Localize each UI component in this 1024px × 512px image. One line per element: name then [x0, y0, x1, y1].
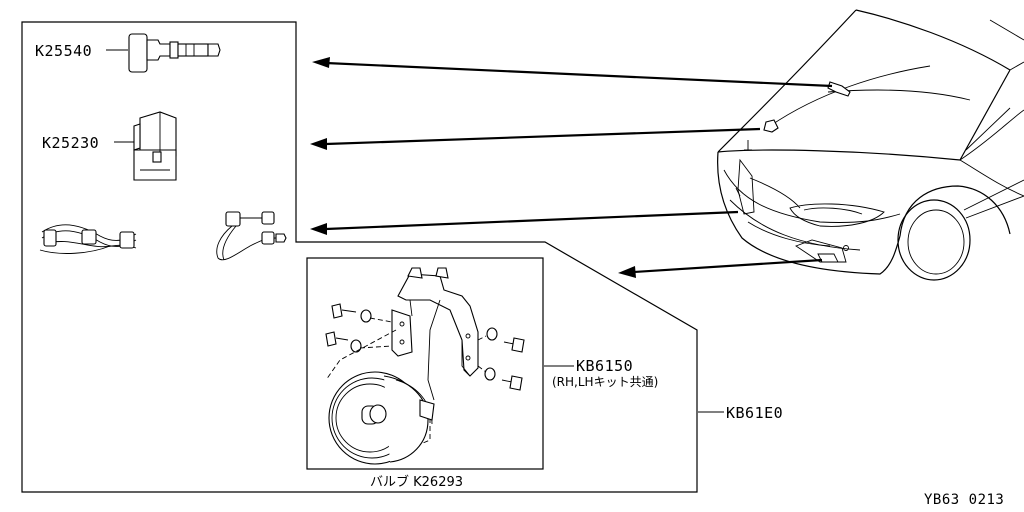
- kit-frame: [21, 21, 698, 493]
- relay-part: [114, 111, 177, 181]
- fog-lamp-assembly: [325, 267, 525, 465]
- diagram-code: YB63 0213: [924, 492, 1004, 508]
- car-front-illustration: [717, 9, 1024, 281]
- bracket-part-label: KB6150: [576, 357, 633, 375]
- fog-lamp-box: [306, 257, 544, 470]
- relay-part-label: K25230: [42, 134, 99, 152]
- switch-part: [106, 33, 221, 73]
- bulb-part-label: バルブ K26293: [370, 474, 463, 490]
- pointer-arrows: [310, 57, 833, 278]
- kit-part-label: KB61E0: [726, 404, 783, 422]
- switch-part-label: K25540: [35, 42, 92, 60]
- wire-harness-main: [39, 224, 137, 254]
- wire-harness-sub: [216, 211, 287, 261]
- bracket-note-label: (RH,LHキット共通): [552, 375, 658, 389]
